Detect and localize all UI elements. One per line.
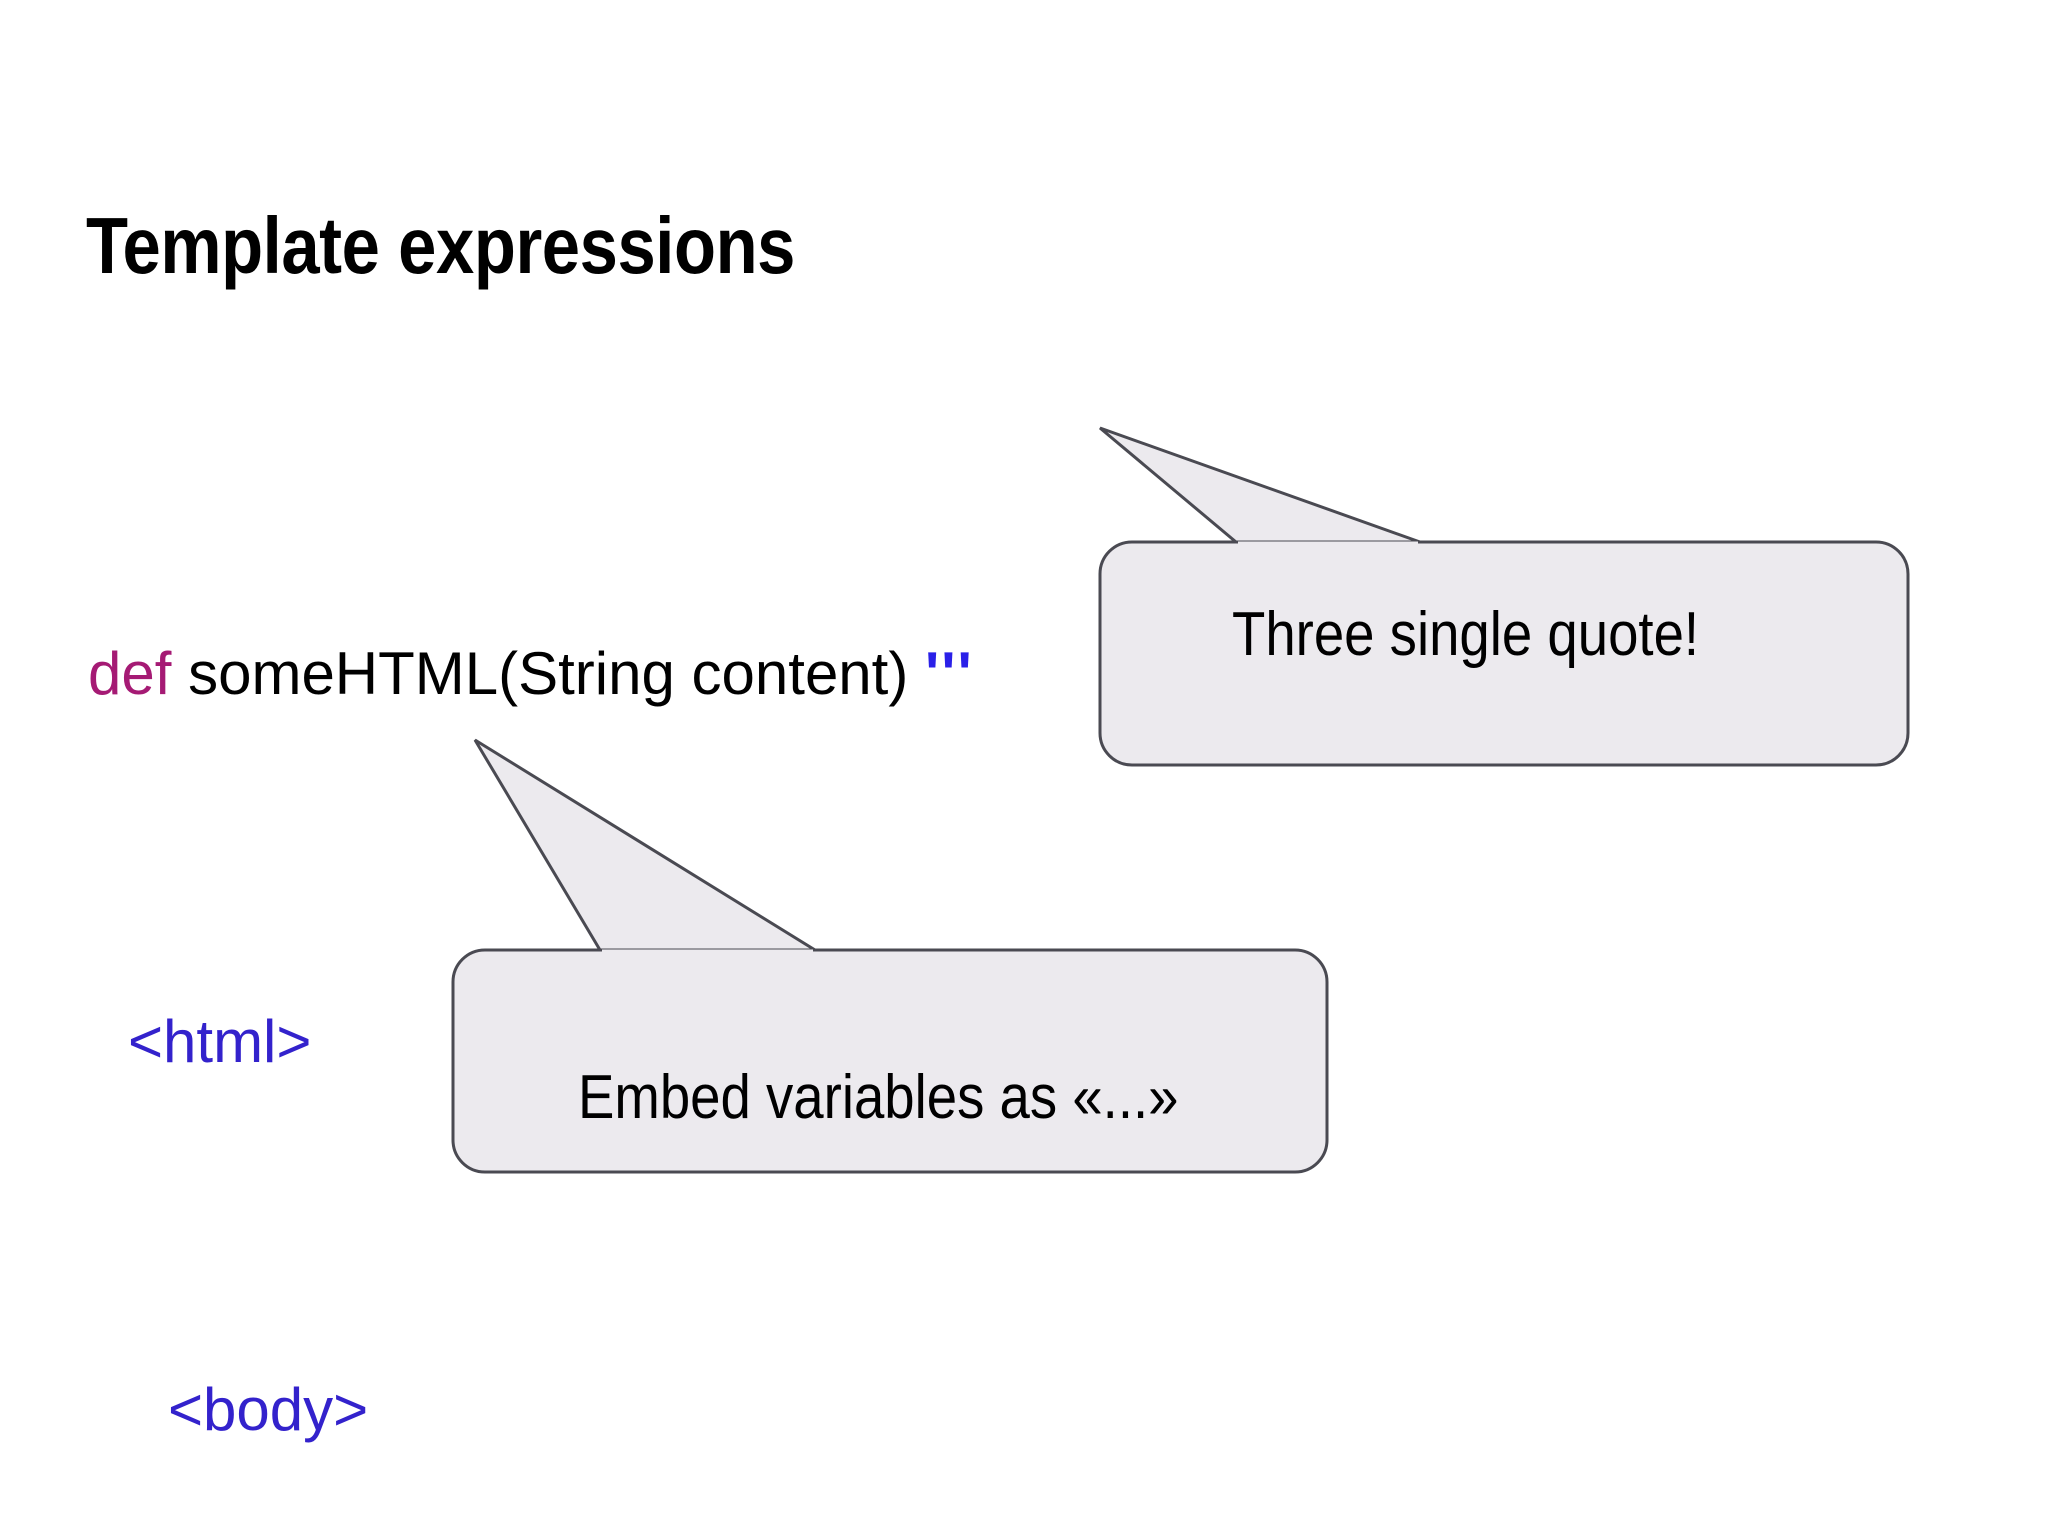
- code-token-keyword: def: [88, 640, 172, 707]
- callout-tail: [473, 738, 821, 952]
- callout-embed-vars-label: Embed variables as «...»: [578, 1063, 1179, 1132]
- code-line: def someHTML(String content) ''': [88, 628, 974, 720]
- code-token-triple-quote-open: ''': [925, 640, 974, 707]
- callout-body: [1098, 540, 1910, 767]
- code-line: <body>: [88, 1364, 974, 1456]
- code-block: def someHTML(String content) ''' <html> …: [88, 352, 974, 1536]
- code-token-tag-html-open: <html>: [128, 1008, 312, 1075]
- code-line: <html>: [88, 996, 974, 1088]
- code-token-signature: someHTML(String content): [171, 640, 925, 707]
- code-token-tag-body-open: <body>: [168, 1376, 369, 1443]
- callout-bubble-shape: [1098, 426, 1910, 767]
- callout-bubble-shape: [451, 738, 1329, 1174]
- callout-embed-vars: Embed variables as «...»: [443, 730, 1343, 1190]
- callout-three-quote-label: Three single quote!: [1232, 600, 1700, 669]
- page-title: Template expressions: [86, 200, 796, 290]
- callout-body: [451, 948, 1329, 1174]
- callout-tail: [1099, 426, 1421, 544]
- callout-three-quote: Three single quote!: [1090, 420, 1930, 780]
